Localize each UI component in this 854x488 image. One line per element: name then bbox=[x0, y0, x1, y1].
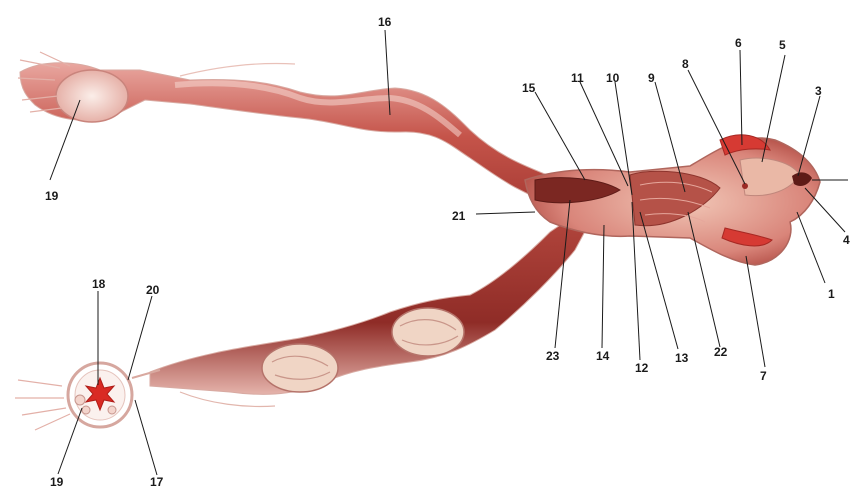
label-7: 7 bbox=[760, 369, 767, 383]
embryo-swelling-2 bbox=[392, 308, 464, 356]
label-5: 5 bbox=[779, 38, 786, 52]
ovary-upper bbox=[56, 70, 128, 122]
label-20: 20 bbox=[146, 283, 160, 297]
label-6: 6 bbox=[735, 36, 742, 50]
label-21: 21 bbox=[452, 209, 466, 223]
label-1: 1 bbox=[828, 287, 835, 301]
lower-uterine-horn bbox=[15, 215, 590, 430]
label-18: 18 bbox=[92, 277, 106, 291]
label-19-upper: 19 bbox=[45, 189, 59, 203]
label-22: 22 bbox=[714, 345, 728, 359]
label-11: 11 bbox=[571, 71, 584, 85]
label-14: 14 bbox=[596, 349, 610, 363]
label-9: 9 bbox=[648, 71, 655, 85]
label-17: 17 bbox=[150, 475, 164, 488]
label-8: 8 bbox=[682, 57, 689, 71]
label-23: 23 bbox=[546, 349, 560, 363]
label-13: 13 bbox=[675, 351, 689, 365]
label-10: 10 bbox=[606, 71, 620, 85]
embryo-swelling-1 bbox=[262, 344, 338, 392]
label-15: 15 bbox=[522, 81, 536, 95]
label-16: 16 bbox=[378, 15, 392, 29]
label-12: 12 bbox=[635, 361, 649, 375]
upper-uterine-horn bbox=[18, 52, 590, 210]
label-4: 4 bbox=[843, 233, 850, 247]
label-19-lower: 19 bbox=[50, 475, 64, 488]
label-3: 3 bbox=[815, 84, 822, 98]
